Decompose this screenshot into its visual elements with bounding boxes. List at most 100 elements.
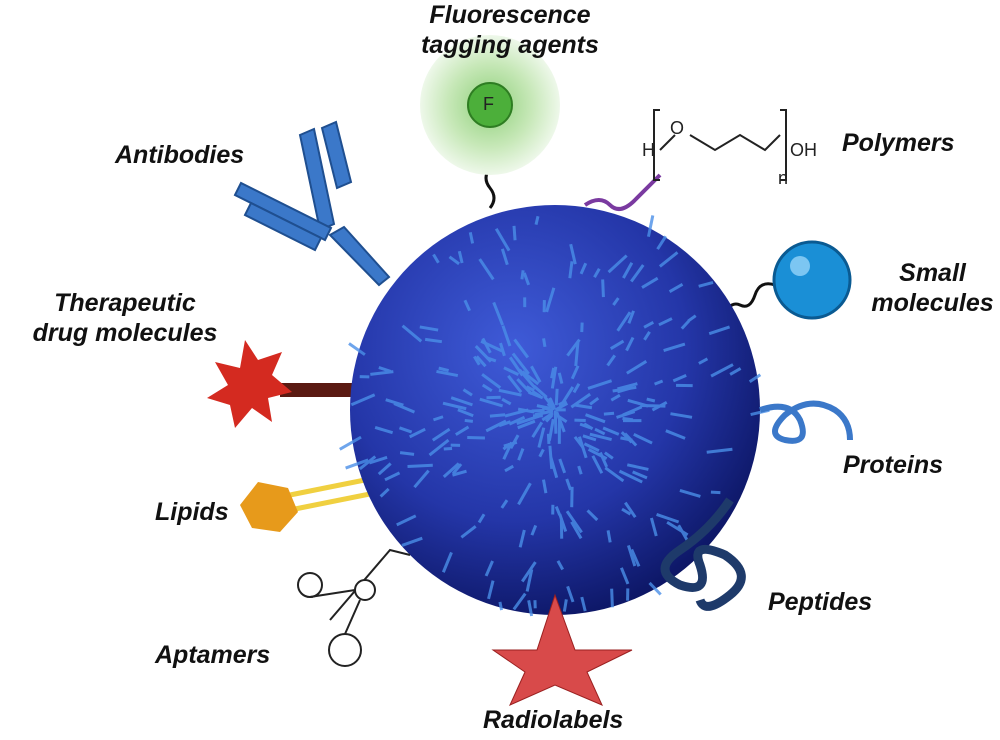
sphere-spike — [574, 341, 580, 367]
sphere-spike — [457, 408, 474, 418]
drug-molecule-icon — [207, 340, 292, 428]
sphere-spike — [484, 560, 494, 577]
sphere-spike — [409, 427, 426, 439]
sphere-spike — [487, 580, 495, 600]
sphere-spike — [658, 251, 679, 268]
sphere-spike — [401, 536, 423, 547]
sphere-spike — [610, 588, 614, 608]
sphere-spike — [443, 446, 453, 451]
sphere-spike — [568, 261, 574, 279]
sphere-spike — [672, 374, 687, 383]
label-peptides: Peptides — [768, 588, 873, 616]
sphere-spike — [565, 478, 572, 491]
sphere-spike — [577, 436, 588, 459]
sphere-spike — [630, 264, 645, 283]
sphere-spike — [618, 469, 643, 484]
sphere-spike — [607, 254, 628, 274]
sphere-spike — [553, 410, 558, 434]
polymer-oh: OH — [790, 140, 817, 160]
sphere-spike — [556, 560, 565, 571]
sphere-spike — [431, 427, 451, 442]
antibody-icon — [233, 120, 391, 287]
sphere-spike — [457, 250, 464, 264]
sphere-spike — [670, 412, 693, 419]
sphere-spike — [478, 258, 495, 281]
sphere-spike — [542, 479, 548, 494]
sphere-spike — [630, 548, 641, 567]
sphere-spike — [473, 355, 481, 366]
sphere-spike — [641, 276, 659, 289]
sphere-spike — [589, 432, 612, 442]
label-therapeutic: Therapeutic drug molecules — [20, 288, 230, 348]
sphere-spike — [516, 378, 533, 395]
sphere-spike — [428, 438, 450, 457]
sphere-spike — [622, 416, 634, 422]
sphere-spike — [481, 337, 492, 354]
sphere-spike — [656, 513, 680, 524]
sphere-spike — [626, 544, 637, 567]
sphere-spike — [531, 390, 542, 398]
sphere-spike — [521, 561, 537, 583]
sphere-spike — [575, 403, 593, 410]
sphere-spike — [498, 420, 512, 428]
sphere-spike — [619, 567, 630, 585]
sphere-spike — [385, 398, 404, 407]
peptide-icon — [660, 497, 746, 611]
sphere-spike — [399, 451, 415, 456]
sphere-spike — [498, 601, 504, 611]
sphere-spike — [374, 425, 394, 435]
sphere-spike — [432, 253, 440, 264]
sphere-spike — [527, 600, 534, 617]
sphere-spike — [565, 510, 583, 534]
label-small-molecules-line2: molecules — [871, 289, 994, 317]
sphere-spike — [633, 432, 653, 445]
sphere-spike — [612, 297, 620, 306]
sphere-spike — [530, 365, 542, 383]
sphere-spike — [591, 455, 604, 474]
polymer-h: H — [642, 140, 655, 160]
label-aptamers: Aptamers — [155, 641, 271, 669]
sphere-spike — [513, 338, 530, 359]
sphere-spike — [679, 488, 701, 498]
sphere-spike — [508, 415, 526, 426]
sphere-spike — [548, 445, 554, 469]
polymer-o: O — [670, 118, 685, 138]
sphere-spike — [710, 363, 734, 378]
sphere-spike — [419, 325, 439, 332]
sphere-spike — [589, 397, 600, 406]
sphere-spike — [463, 299, 471, 312]
sphere-spike — [602, 426, 620, 436]
polymer-linker — [583, 173, 662, 211]
sphere-spike — [486, 395, 501, 400]
sphere-spike — [542, 406, 554, 412]
sphere-spike — [729, 367, 742, 376]
sphere-spike — [687, 314, 697, 323]
sphere-spike — [512, 225, 517, 241]
sphere-spike — [557, 399, 567, 407]
sphere-spike — [517, 419, 536, 430]
sphere-spike — [626, 360, 648, 375]
sphere-spike — [594, 427, 606, 436]
sphere-spike — [398, 426, 413, 434]
sphere-spike — [541, 411, 554, 422]
sphere-spike — [622, 262, 634, 279]
sphere-spike — [451, 463, 463, 475]
sphere-spike — [345, 458, 369, 470]
sphere-spike — [601, 279, 605, 298]
sphere-spike — [413, 469, 430, 489]
sphere-spike — [379, 487, 390, 498]
sphere-spike — [572, 383, 581, 394]
sphere-spike — [407, 463, 433, 468]
sphere-spike — [616, 311, 632, 332]
sphere-spike — [511, 352, 530, 375]
sphere-spike — [502, 441, 513, 460]
sphere-spike — [570, 392, 592, 409]
sphere-spike — [480, 339, 503, 353]
sphere-spike — [583, 442, 600, 453]
sphere-spike — [577, 465, 583, 475]
sphere-spike — [517, 482, 532, 506]
sphere-spike — [554, 506, 562, 516]
sphere-spike — [698, 357, 709, 365]
sphere-spike — [562, 599, 568, 612]
nanoparticle-sphere — [350, 205, 760, 615]
